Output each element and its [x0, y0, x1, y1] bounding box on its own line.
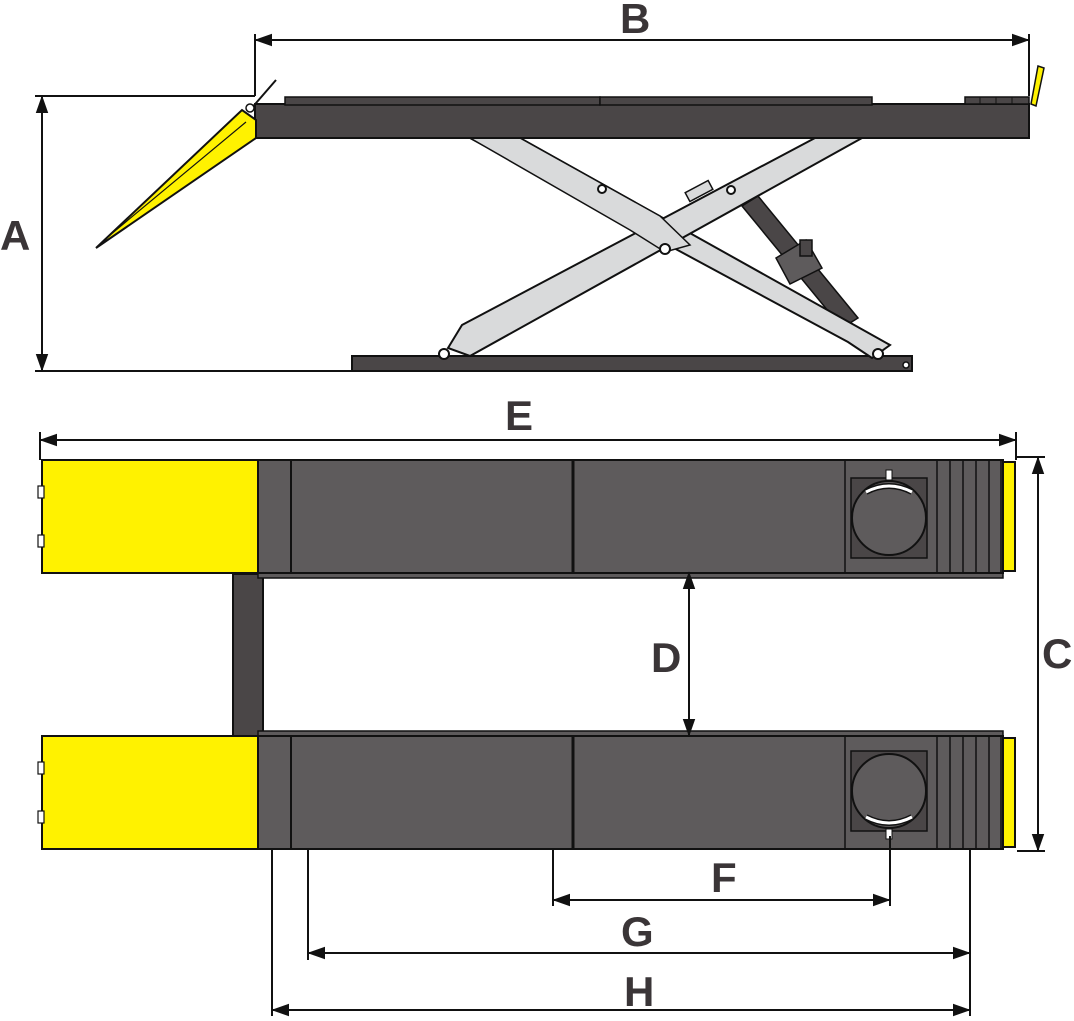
dimension-E: E [39, 392, 1017, 460]
dimension-G: G [307, 849, 971, 1016]
cross-beam [232, 573, 264, 737]
dimension-label-C: C [1042, 630, 1072, 677]
base-plate [351, 355, 913, 372]
lower-runway [37, 735, 1016, 850]
top-view [37, 459, 1016, 850]
dimension-F: F [552, 836, 891, 907]
lower-turntable [851, 753, 927, 829]
lower-ramp [41, 735, 259, 850]
side-view [95, 65, 1045, 372]
deck-plate-2 [599, 96, 873, 106]
dimension-label-F: F [711, 854, 737, 901]
arm-bracket [684, 179, 714, 203]
dimension-A: A [0, 95, 352, 372]
lower-front-stop [1002, 737, 1016, 848]
base-bolt [902, 361, 910, 369]
dimension-label-H: H [624, 968, 654, 1015]
arm-pin-left [597, 184, 607, 194]
dimension-H: H [271, 849, 971, 1017]
foot-pin-left [438, 348, 450, 360]
dimension-label-D: D [651, 634, 681, 681]
dimension-B: B [254, 0, 1030, 96]
dimension-label-A: A [0, 212, 30, 259]
ramp-handle [249, 79, 277, 111]
dimension-label-G: G [621, 908, 654, 955]
front-stop [1030, 65, 1045, 108]
upper-runway [37, 459, 1016, 574]
foot-pin-right [872, 348, 884, 360]
upper-turntable [851, 480, 927, 556]
dimension-C: C [1017, 456, 1072, 852]
deck-plate-1 [284, 96, 601, 106]
wheel-clamp-side [964, 96, 1030, 105]
center-pivot [659, 243, 671, 255]
dimension-label-B: B [620, 0, 650, 42]
dimension-label-E: E [505, 392, 533, 439]
top-deck [254, 103, 1030, 139]
upper-ramp [41, 459, 259, 574]
arm-pin-right [726, 185, 736, 195]
dimension-D: D [651, 571, 696, 737]
scissor-arm-front-over [467, 137, 692, 253]
upper-front-stop [1002, 461, 1016, 572]
